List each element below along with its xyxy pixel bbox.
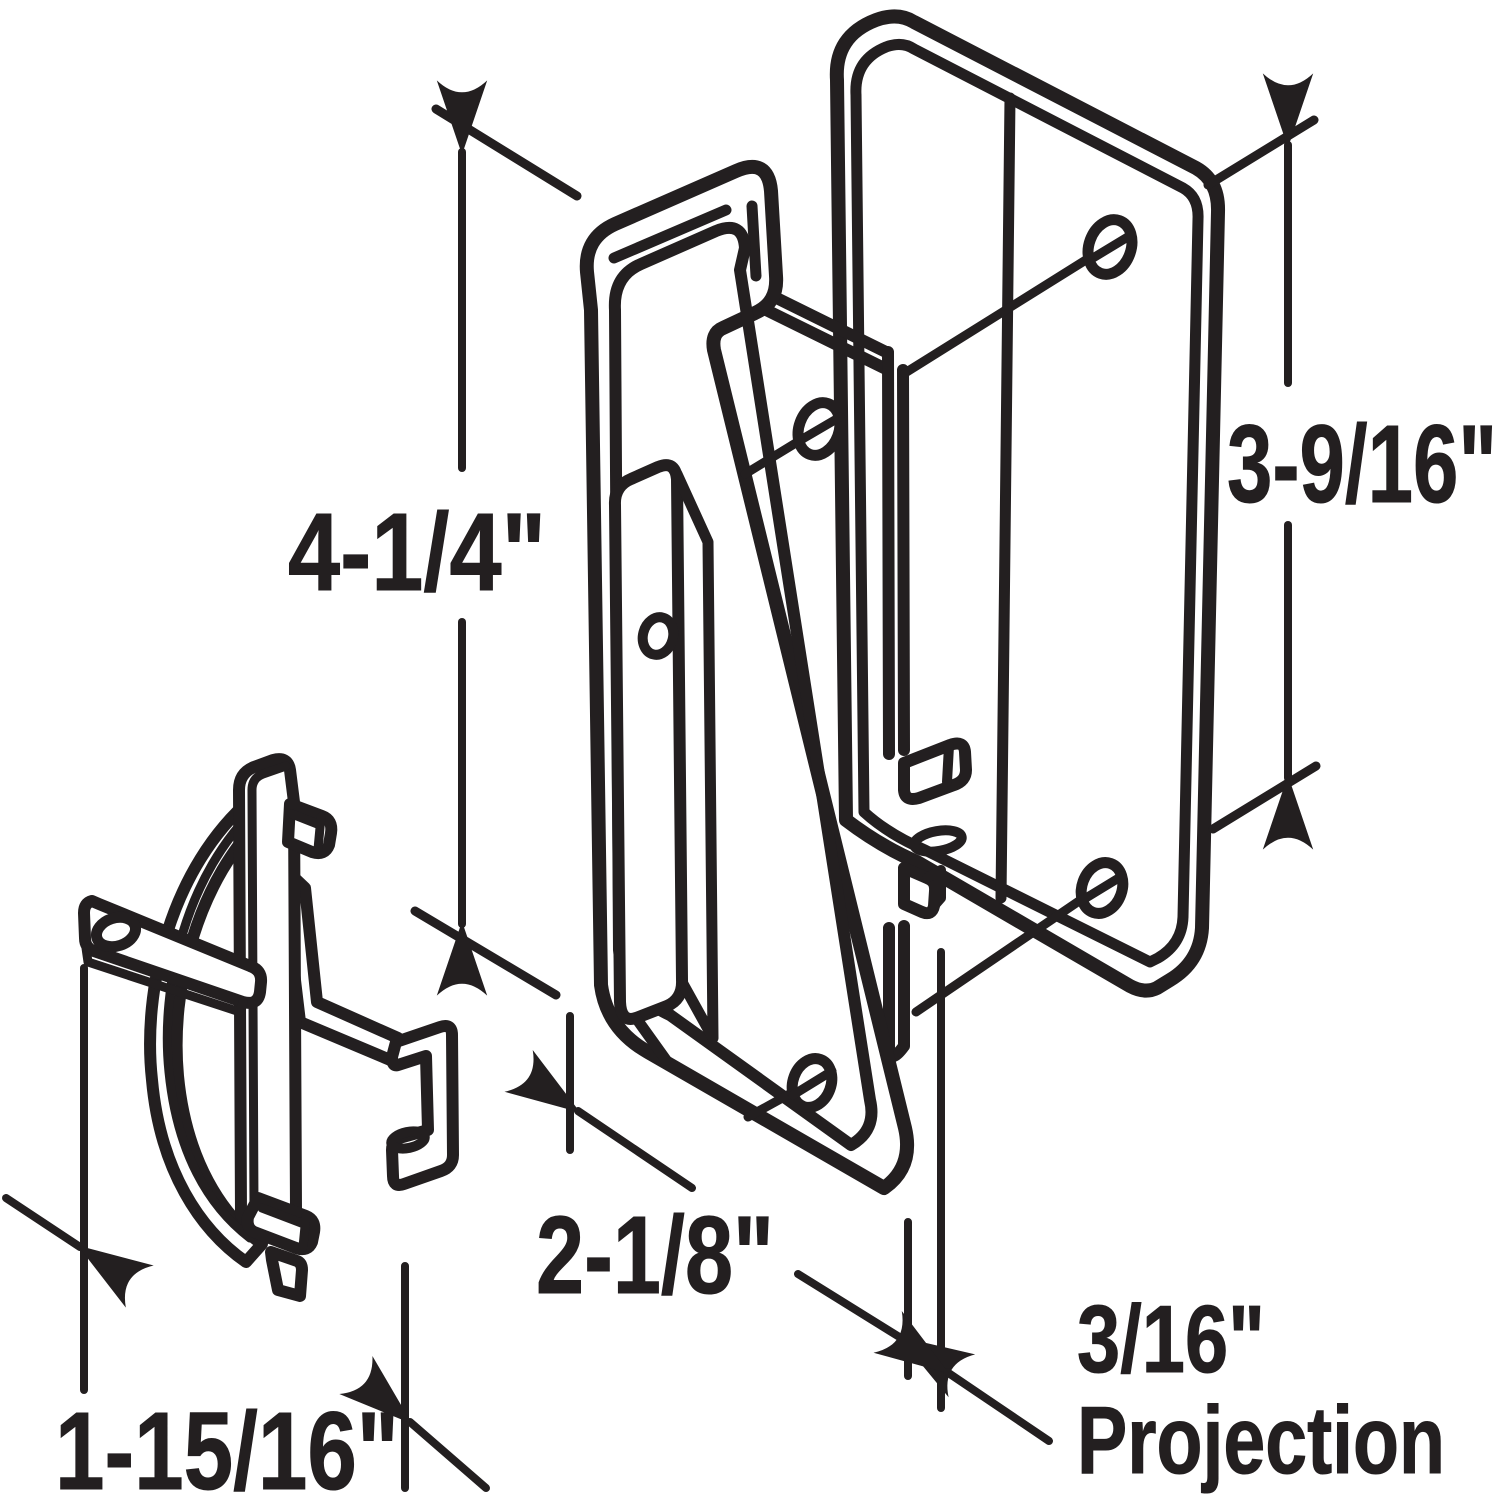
latch-foot-hole-icon <box>386 1126 430 1154</box>
dim-label-latch-width: 1-15/16" <box>55 1390 399 1500</box>
strap-hole-icon <box>90 911 142 953</box>
dimension-latch-width: 1-15/16" <box>2 964 490 1500</box>
dim-label-projection-word: Projection <box>1077 1387 1445 1494</box>
latch-post-edges <box>247 761 291 1213</box>
dim-arrow-downright-icon <box>794 1270 976 1398</box>
outer-plate-fold-line <box>995 92 1016 904</box>
screw-outer-top <box>900 214 1138 378</box>
dim-label-inner-plate-height: 4-1/4" <box>288 491 546 614</box>
latch-spring-inner-line <box>162 801 263 1243</box>
latch-keeper-bracket <box>898 737 972 920</box>
latch-arm <box>280 864 404 1068</box>
grip-bar-hole-icon <box>637 612 679 660</box>
dimension-inner-plate-width: 2-1/8" <box>504 1012 976 1398</box>
latch-mount-strap <box>78 895 268 1017</box>
screw-inner-top <box>740 397 846 479</box>
dim-label-projection-value: 3/16" <box>1077 1286 1265 1393</box>
dim-label-inner-plate-width: 2-1/8" <box>536 1194 774 1317</box>
screw-inner-bottom <box>743 1053 838 1122</box>
grip-bar <box>608 459 719 1066</box>
dim-arrow-upleft-icon <box>339 1355 490 1492</box>
dimension-outer-plate-height: 3-9/16" <box>1203 73 1498 850</box>
latch-bottom-tab <box>265 1246 308 1302</box>
dimension-projection: 3/16" Projection <box>873 948 1446 1495</box>
inner-plate-tab-lines <box>608 200 762 282</box>
dimension-inner-plate-height: 4-1/4" <box>288 80 582 1000</box>
latch-mechanism <box>78 753 459 1302</box>
dim-arrow-upleft-icon <box>873 1310 1053 1445</box>
dim-arrow-upleft-icon <box>504 1049 696 1192</box>
keeper-hole-icon <box>909 825 967 857</box>
dim-arrow-downright-icon <box>2 1194 154 1308</box>
inner-handle-plate <box>579 160 915 1195</box>
latch-foot-bracket <box>386 1020 459 1191</box>
dim-label-outer-plate-height: 3-9/16" <box>1227 403 1497 526</box>
outer-plate-flange-edge <box>882 346 910 1062</box>
